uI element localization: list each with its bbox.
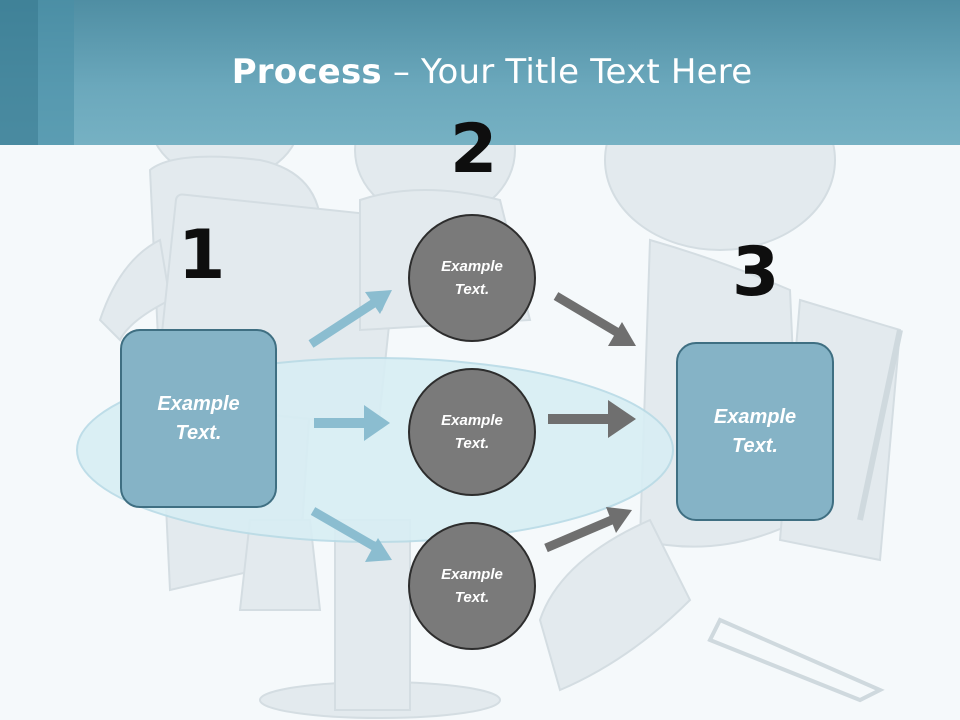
arrow-middle-to-right (548, 400, 636, 438)
step-number-1: 1 (178, 216, 226, 295)
title-bar (0, 0, 960, 145)
right-process-box: Example Text. (676, 342, 834, 521)
right-box-text: Example Text. (713, 405, 797, 457)
title-rest: – Your Title Text Here (381, 52, 753, 92)
process-circle-middle: Example Text. (408, 368, 536, 496)
circle-top-text: Example Text. (441, 258, 503, 298)
process-circle-top: Example Text. (408, 214, 536, 342)
step-number-3: 3 (732, 233, 780, 312)
step-number-2: 2 (450, 110, 498, 189)
circle-bottom-text: Example Text. (441, 566, 503, 606)
arrow-left-to-middle (314, 405, 390, 441)
slide-title: Process – Your Title Text Here (0, 52, 960, 92)
left-box-text: Example Text. (157, 392, 240, 444)
process-circle-bottom: Example Text. (408, 522, 536, 650)
arrow-left-to-top (308, 290, 392, 348)
title-bold: Process (231, 52, 382, 92)
header-accent-strip-secondary (38, 0, 74, 145)
arrow-left-to-bottom (310, 507, 392, 562)
arrow-bottom-to-right (544, 507, 632, 553)
left-process-box: Example Text. (120, 329, 277, 508)
circle-middle-text: Example Text. (441, 412, 503, 452)
arrow-top-to-right (553, 292, 636, 346)
header-accent-strip (0, 0, 38, 145)
